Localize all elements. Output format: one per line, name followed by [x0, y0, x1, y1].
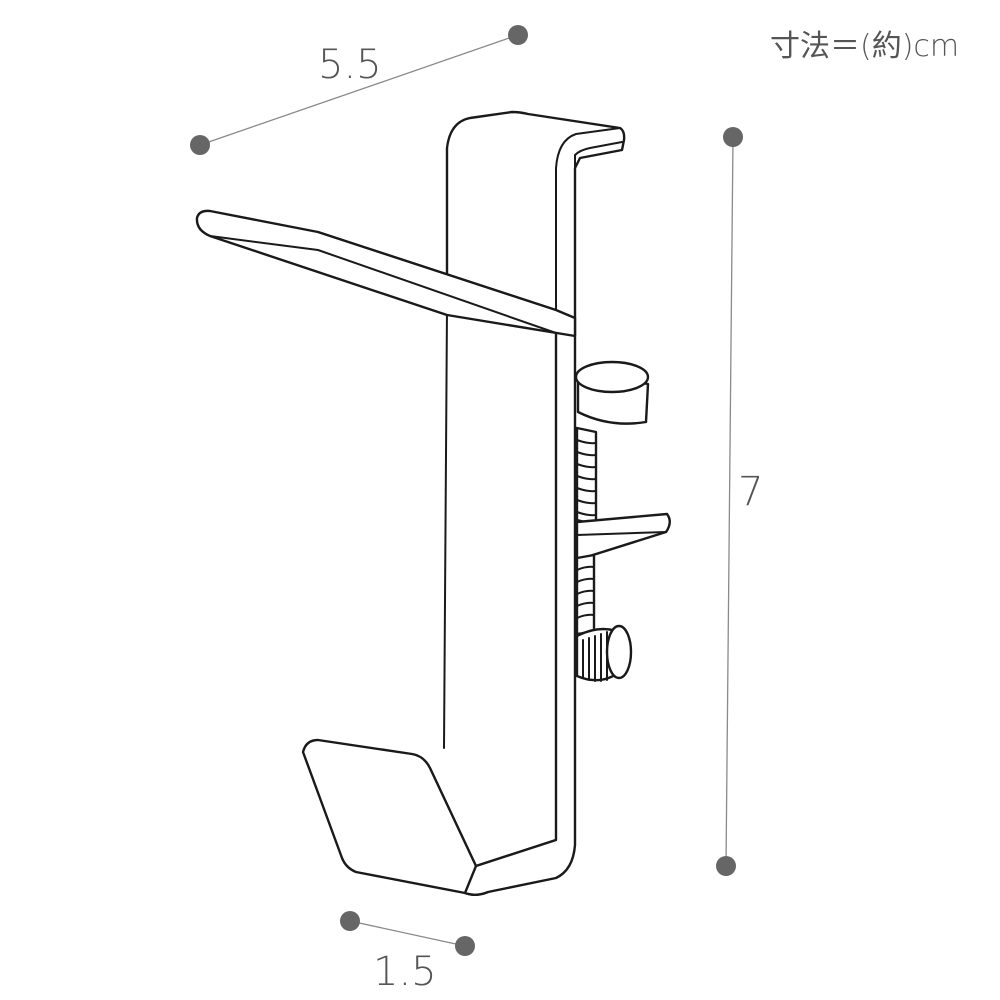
clamp-cap-top — [574, 360, 650, 394]
dimension-height-bottom-dot — [716, 856, 736, 876]
dimension-width-line — [199, 34, 519, 146]
clamp-plate — [575, 512, 671, 562]
thumb-screw-knob — [575, 624, 633, 682]
dimension-depth-line — [349, 920, 466, 947]
dimension-width-label: 5.5 — [318, 42, 382, 88]
hook-top-lip-edge — [574, 141, 623, 169]
dimension-height-top-dot — [723, 127, 743, 147]
dimension-height: 7 — [716, 127, 763, 876]
hook-illustration — [195, 110, 671, 896]
unit-label: 寸法＝(約)cm — [770, 29, 959, 64]
dimension-depth-label: 1.5 — [373, 949, 437, 995]
dimension-depth: 1.5 — [340, 911, 475, 995]
dimension-height-label: 7 — [738, 469, 763, 515]
hook-bottom-cup-inner — [429, 767, 477, 867]
dimension-depth-end-dot — [455, 936, 475, 956]
hook-top-lip — [555, 127, 621, 311]
hook-back-plate — [445, 110, 626, 896]
thumb-screw-knob-face — [605, 624, 633, 680]
hook-arm-inner — [209, 235, 557, 334]
dimension-width: 5.5 — [190, 25, 528, 155]
clamp-screw-lower — [575, 553, 596, 636]
dimension-depth-start-dot — [340, 911, 360, 931]
clamp-screw-upper — [575, 426, 598, 527]
dimension-height-line — [725, 136, 734, 867]
clamp-plate-edge — [576, 531, 667, 536]
hook-front-edge — [443, 307, 448, 749]
dimension-width-end-dot — [508, 25, 528, 45]
dimension-width-start-dot — [190, 135, 210, 155]
hook-arm-top-line — [317, 231, 557, 311]
clamp-cap — [574, 360, 650, 425]
